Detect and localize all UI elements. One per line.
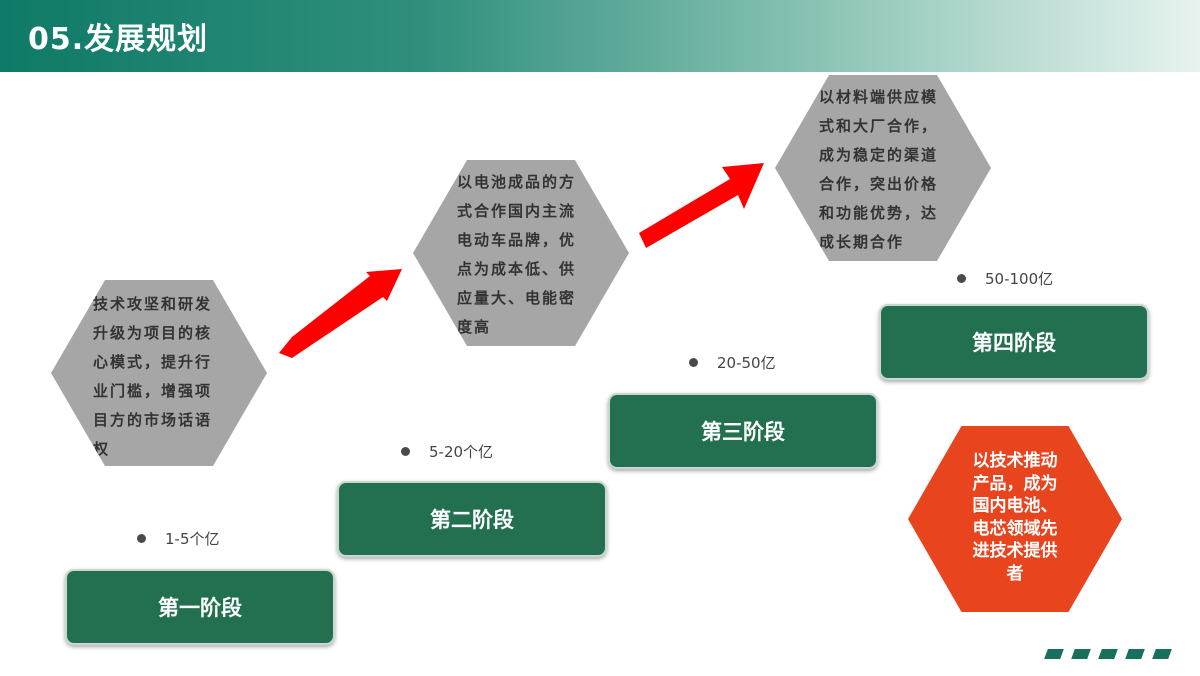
- amount-value: 20-50亿: [717, 354, 776, 372]
- hex-line: 电动车品牌，优: [457, 231, 577, 249]
- hexagon-stage2-description: 以电池成品的方 式合作国内主流 电动车品牌，优 点为成本低、供 应量大、电能密 …: [413, 160, 629, 346]
- hex-line: 以电池成品的方: [457, 173, 577, 191]
- goal-line: 者: [1006, 563, 1024, 584]
- arrow-right-icon: [639, 163, 764, 248]
- hexagon-stage1-description: 技术攻坚和研发 升级为项目的核 心模式，提升行 业门槛，增强项 目方的市场话语 …: [51, 280, 267, 466]
- amount-value: 50-100亿: [985, 270, 1054, 288]
- goal-line: 电芯领域先: [972, 518, 1058, 539]
- hex-line: 升级为项目的核: [93, 324, 213, 342]
- arrow-right-icon: [279, 269, 402, 358]
- hexagon-stage3-description: 以材料端供应模 式和大厂合作， 成为稳定的渠道 合作，突出价格 和功能优势，达 …: [775, 75, 991, 261]
- goal-line: 产品，成为: [972, 473, 1058, 494]
- hex-line: 和功能优势，达: [819, 204, 939, 222]
- hex-line: 度高: [457, 318, 492, 336]
- stage-4-box: 第四阶段: [879, 304, 1149, 380]
- goal-hexagon: 以技术推动 产品，成为 国内电池、 电芯领域先 进技术提供 者: [908, 426, 1122, 612]
- hex-line: 技术攻坚和研发: [93, 295, 213, 313]
- hex-line: 合作，突出价格: [819, 175, 939, 193]
- header-bar: 05.发展规划: [0, 0, 1200, 72]
- hex-line: 权: [93, 440, 111, 458]
- amount-value: 5-20个亿: [429, 443, 494, 461]
- decorative-dashes: [1044, 644, 1181, 663]
- amount-value: 1-5个亿: [165, 530, 220, 548]
- hex-line: 点为成本低、供: [457, 260, 577, 278]
- hex-line: 成为稳定的渠道: [819, 146, 939, 164]
- hex-line: 业门槛，增强项: [93, 382, 213, 400]
- bullet-dot-icon: [689, 358, 698, 367]
- bullet-dot-icon: [401, 447, 410, 456]
- page-title: 05.发展规划: [28, 22, 209, 57]
- hex-line: 成长期合作: [819, 233, 905, 251]
- hex-line: 式合作国内主流: [457, 202, 577, 220]
- bullet-dot-icon: [957, 274, 966, 283]
- hex-line: 目方的市场话语: [93, 411, 213, 429]
- goal-line: 以技术推动: [972, 451, 1058, 471]
- hex-line: 心模式，提升行: [93, 353, 213, 371]
- hex-line: 以材料端供应模: [819, 88, 939, 106]
- goal-line: 国内电池、: [972, 496, 1058, 516]
- bullet-dot-icon: [137, 534, 146, 543]
- hex-line: 应量大、电能密: [457, 289, 577, 307]
- stage-3-box: 第三阶段: [608, 393, 878, 469]
- goal-line: 进技术提供: [972, 541, 1058, 561]
- stage-2-box: 第二阶段: [337, 481, 607, 557]
- hex-line: 式和大厂合作，: [819, 117, 939, 135]
- stage-1-box: 第一阶段: [65, 569, 335, 645]
